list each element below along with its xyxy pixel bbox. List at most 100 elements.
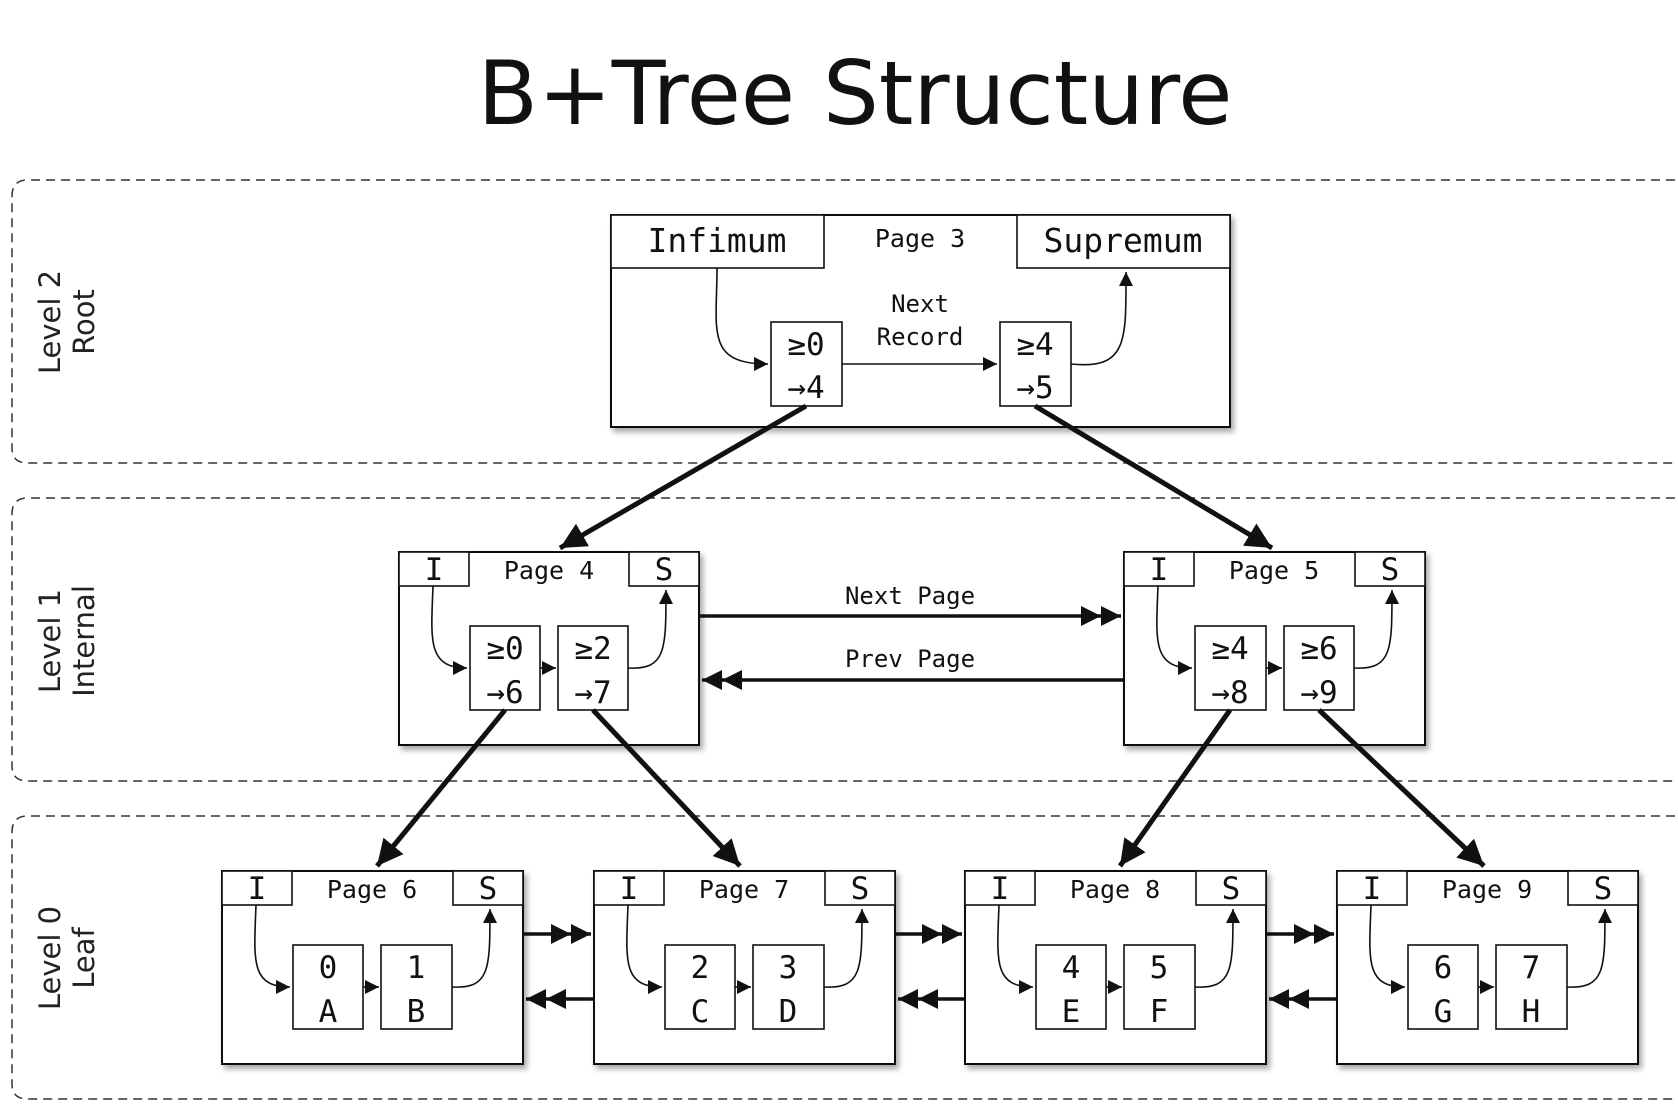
internal-page-4: I S Page 4 ≥0 →6 ≥2 →7	[398, 551, 700, 746]
record-pointer: →8	[1211, 675, 1248, 711]
arrow-infimum-to-record	[431, 585, 468, 675]
diagram-title: B+Tree Structure	[478, 42, 1233, 145]
record-pointer: →7	[574, 675, 611, 711]
record-pointer: →4	[787, 370, 824, 406]
record-key: ≥0	[787, 327, 824, 363]
arrow-infimum-to-record	[715, 267, 769, 371]
infimum-label: I	[248, 871, 267, 907]
record-key: ≥6	[1300, 631, 1337, 667]
infimum-label: I	[425, 552, 444, 588]
record-key: ≥2	[574, 631, 611, 667]
svg-text:Root: Root	[67, 289, 101, 355]
next-record-label: Next	[891, 290, 949, 318]
supremum-label: S	[1381, 552, 1400, 588]
record-box	[1495, 944, 1568, 1030]
record-box	[664, 944, 736, 1030]
arrow-record-to-supremum	[627, 589, 673, 669]
record-key: ≥4	[1211, 631, 1248, 667]
record-box	[1283, 625, 1355, 711]
band-level2	[11, 179, 1678, 464]
page-label: Page 9	[1442, 875, 1532, 904]
record-key: 4	[1062, 950, 1081, 986]
page-label: Page 7	[699, 875, 789, 904]
svg-text:Leaf: Leaf	[67, 926, 101, 988]
pointer-root-to-page5	[1033, 403, 1274, 551]
page-label: Page 6	[327, 875, 417, 904]
record-key: ≥0	[486, 631, 523, 667]
infimum-label: I	[620, 871, 639, 907]
svg-text:Level 2: Level 2	[33, 270, 67, 374]
band-level0	[11, 815, 1678, 1100]
record-value: A	[319, 994, 338, 1030]
record-box	[1194, 625, 1267, 711]
level-bands	[11, 179, 1678, 1100]
pointer-page5-to-page9	[1317, 708, 1486, 868]
root-record-0	[770, 321, 843, 407]
root-page: Infimum Supremum Page 3 Next Record ≥0 →…	[610, 214, 1231, 428]
band-level1	[11, 497, 1678, 782]
leaf-page-8: I S Page 8 4 E 5 F	[964, 870, 1267, 1065]
record-box	[1407, 944, 1479, 1030]
record-value: F	[1150, 994, 1169, 1030]
arrow-infimum-to-record	[997, 904, 1034, 994]
record-value: H	[1522, 994, 1541, 1030]
record-pointer: →5	[1016, 370, 1053, 406]
record-pointer: →9	[1300, 675, 1337, 711]
level-label-level1: Level 1 Internal	[33, 585, 101, 697]
record-pointer: →6	[486, 675, 523, 711]
record-value: B	[407, 994, 426, 1030]
leaf-page-7: I S Page 7 2 C 3 D	[593, 870, 896, 1065]
page-label: Page 4	[504, 556, 594, 585]
supremum-label: S	[655, 552, 674, 588]
supremum-label: Supremum	[1044, 221, 1203, 260]
record-key: ≥4	[1016, 327, 1053, 363]
record-key: 2	[691, 950, 710, 986]
arrow-infimum-to-record	[626, 904, 663, 994]
level-label-level0: Level 0 Leaf	[33, 906, 101, 1010]
page-label: Page 3	[875, 224, 965, 253]
supremum-label: S	[1594, 871, 1613, 907]
pointer-page5-to-page8	[1117, 708, 1233, 868]
page-label: Page 8	[1070, 875, 1160, 904]
leaf-page-9: I S Page 9 6 G 7 H	[1336, 870, 1639, 1065]
pointer-root-to-page4	[558, 403, 808, 551]
arrow-record-to-supremum	[1353, 589, 1399, 669]
internal-page-5: I S Page 5 ≥4 →8 ≥6 →9	[1123, 551, 1426, 746]
arrow-infimum-to-record	[1156, 585, 1193, 675]
infimum-label: Infimum	[647, 221, 786, 260]
record-value: D	[779, 994, 798, 1030]
record-key: 0	[319, 950, 338, 986]
page-label: Page 5	[1229, 556, 1319, 585]
leaf-page-6: I S Page 6 0 A 1 B	[221, 870, 524, 1065]
arrow-infimum-to-record	[254, 904, 291, 994]
supremum-label: S	[851, 871, 870, 907]
record-key: 7	[1522, 950, 1541, 986]
supremum-label: S	[1222, 871, 1241, 907]
record-box	[752, 944, 825, 1030]
leaf-sibling-links	[523, 924, 1337, 1009]
next-record-label-2: Record	[877, 323, 964, 351]
record-box	[1035, 944, 1107, 1030]
arrow-infimum-to-record	[1369, 904, 1406, 994]
record-key: 1	[407, 950, 426, 986]
record-key: 5	[1150, 950, 1169, 986]
arrow-record-to-supremum	[823, 908, 869, 988]
level-label-level2: Level 2 Root	[33, 270, 101, 374]
arrow-record-to-supremum	[1194, 908, 1240, 988]
svg-text:Level 0: Level 0	[33, 906, 67, 1010]
record-value: E	[1062, 994, 1081, 1030]
record-box	[1123, 944, 1196, 1030]
prev-page-label: Prev Page	[845, 645, 975, 673]
record-key: 3	[779, 950, 798, 986]
next-page-label: Next Page	[845, 582, 975, 610]
arrow-record-to-supremum	[1070, 271, 1134, 366]
record-value: C	[691, 994, 710, 1030]
record-value: G	[1434, 994, 1453, 1030]
infimum-label: I	[1363, 871, 1382, 907]
supremum-label: S	[479, 871, 498, 907]
record-box	[380, 944, 453, 1030]
svg-text:Level 1: Level 1	[33, 589, 67, 693]
infimum-label: I	[991, 871, 1010, 907]
pointer-page4-to-page7	[591, 708, 742, 868]
